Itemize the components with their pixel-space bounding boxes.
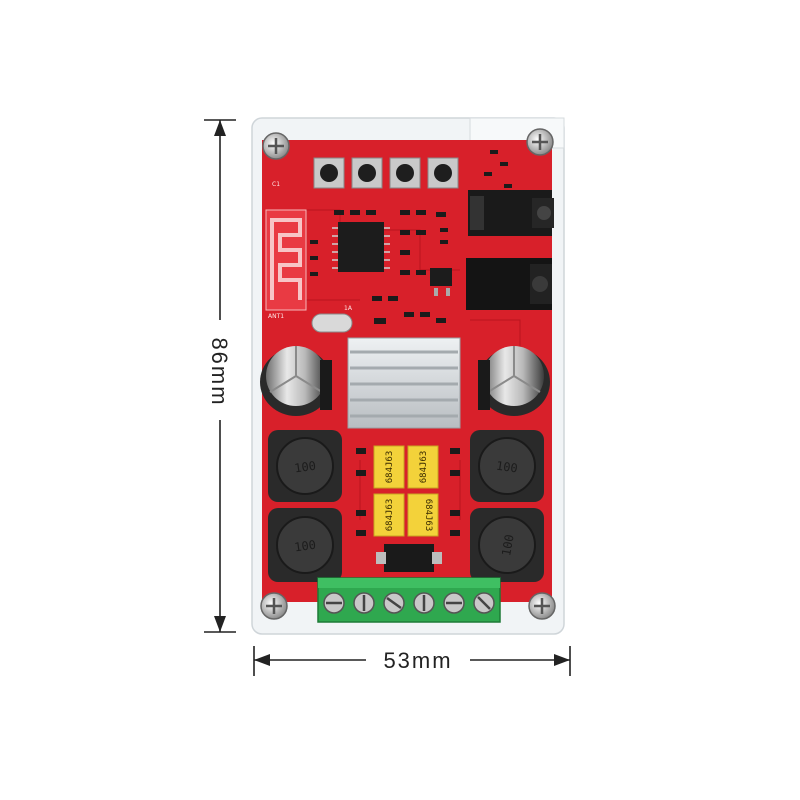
film-capacitor-3-label: 684J63 [385, 499, 395, 532]
film-capacitor-4: 684J63 [407, 493, 439, 537]
film-capacitor-2: 684J63 [407, 445, 439, 489]
inductor-label-bottom-left: 100 [293, 538, 316, 555]
mounting-screw-bottom-left [260, 592, 288, 620]
crystal-oscillator: 1A [311, 305, 353, 333]
mounting-screw-top-left [262, 132, 290, 160]
terminal-screw-4 [413, 592, 435, 614]
terminal-screw-5 [443, 592, 465, 614]
mounting-screw-top-right [526, 128, 554, 156]
bottom-diode [376, 544, 442, 572]
width-dimension: 53mm [253, 646, 571, 676]
electrolytic-capacitor-left [260, 346, 332, 416]
film-capacitor-4-label: 684J63 [423, 499, 433, 532]
inductor-bottom-left: 100 [268, 508, 342, 582]
dc-power-jack [466, 258, 552, 310]
terminal-screw-2 [353, 592, 375, 614]
inductor-top-right: 100 [470, 430, 544, 502]
audio-jack [468, 190, 554, 236]
antenna: ANT1 C1 [265, 181, 307, 320]
smd-components [310, 150, 512, 324]
tactile-button-4 [427, 157, 459, 189]
height-dimension: 86mm [204, 119, 236, 633]
inductor-label-top-right: 100 [495, 459, 518, 476]
inductor-top-left: 100 [268, 430, 342, 502]
terminal-screw-6 [473, 592, 495, 614]
film-capacitor-3: 684J63 [373, 493, 405, 537]
voltage-regulator [430, 268, 452, 296]
height-label: 86mm [207, 337, 232, 406]
inductor-label-bottom-right: 100 [499, 533, 517, 557]
terminal-screw-1 [323, 592, 345, 614]
inductor-label-top-left: 100 [293, 459, 316, 476]
film-capacitor-2-label: 684J63 [419, 451, 429, 484]
main-ic-chip [332, 222, 390, 272]
inductor-bottom-right: 100 [470, 508, 544, 582]
electrolytic-capacitor-right [478, 346, 550, 416]
mounting-screw-bottom-right [528, 592, 556, 620]
tactile-button-1 [313, 157, 345, 189]
screw-terminal-block [317, 577, 501, 623]
crystal-silk-label: 1A [344, 305, 353, 312]
terminal-screw-3 [383, 592, 405, 614]
film-capacitor-1: 684J63 [373, 445, 405, 489]
tactile-button-3 [389, 157, 421, 189]
width-label: 53mm [383, 648, 452, 673]
small-parts-center [356, 448, 460, 536]
heatsink [347, 337, 461, 429]
corner-silk-label: C1 [272, 181, 280, 188]
film-capacitor-1-label: 684J63 [385, 451, 395, 484]
tactile-button-2 [351, 157, 383, 189]
antenna-silk-label: ANT1 [268, 313, 284, 320]
